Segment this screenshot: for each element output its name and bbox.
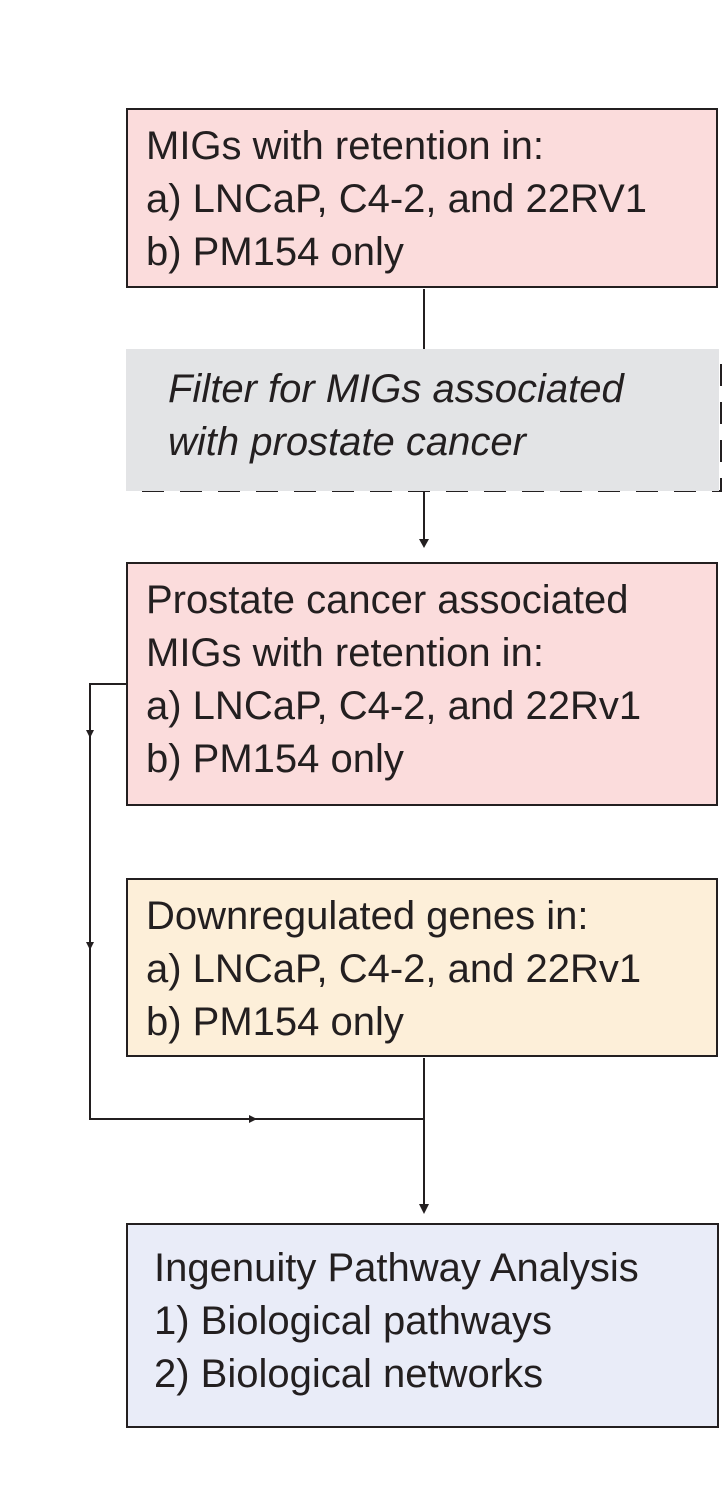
prostate-migs-line-4: b) PM154 only	[146, 737, 404, 781]
prostate-migs-line-1: Prostate cancer associated	[146, 578, 629, 622]
prostate-migs-line-2: MIGs with retention in:	[146, 631, 544, 675]
mig-retention-line-1: MIGs with retention in:	[146, 124, 544, 168]
ipa-line-1: Ingenuity Pathway Analysis	[154, 1246, 639, 1290]
arrowhead-into-ipa	[419, 1204, 429, 1214]
ipa-line-3: 2) Biological networks	[154, 1352, 544, 1396]
ipa-analysis-box: Ingenuity Pathway Analysis 1) Biological…	[126, 1223, 719, 1428]
mig-retention-box: MIGs with retention in: a) LNCaP, C4-2, …	[126, 108, 718, 288]
mig-retention-line-3: b) PM154 only	[146, 230, 404, 274]
filter-step-line-2: with prostate cancer	[168, 420, 526, 464]
arrowhead-merge	[249, 1115, 257, 1123]
mig-retention-line-2: a) LNCaP, C4-2, and 22RV1	[146, 177, 648, 221]
downregulated-genes-box: Downregulated genes in: a) LNCaP, C4-2, …	[126, 878, 718, 1057]
ipa-line-2: 1) Biological pathways	[154, 1299, 552, 1343]
prostate-migs-line-3: a) LNCaP, C4-2, and 22Rv1	[146, 684, 642, 728]
downregulated-line-2: a) LNCaP, C4-2, and 22Rv1	[146, 947, 642, 991]
downregulated-line-3: b) PM154 only	[146, 1000, 404, 1044]
downregulated-line-1: Downregulated genes in:	[146, 894, 589, 938]
filter-step-line-1: Filter for MIGs associated	[168, 367, 624, 411]
prostate-cancer-migs-box: Prostate cancer associated MIGs with ret…	[126, 562, 718, 806]
filter-step-box: Filter for MIGs associated with prostate…	[126, 349, 719, 491]
arrowhead-side-2	[86, 942, 94, 950]
arrowhead-side-1	[86, 730, 94, 738]
arrowhead-into-prostate	[419, 539, 429, 548]
